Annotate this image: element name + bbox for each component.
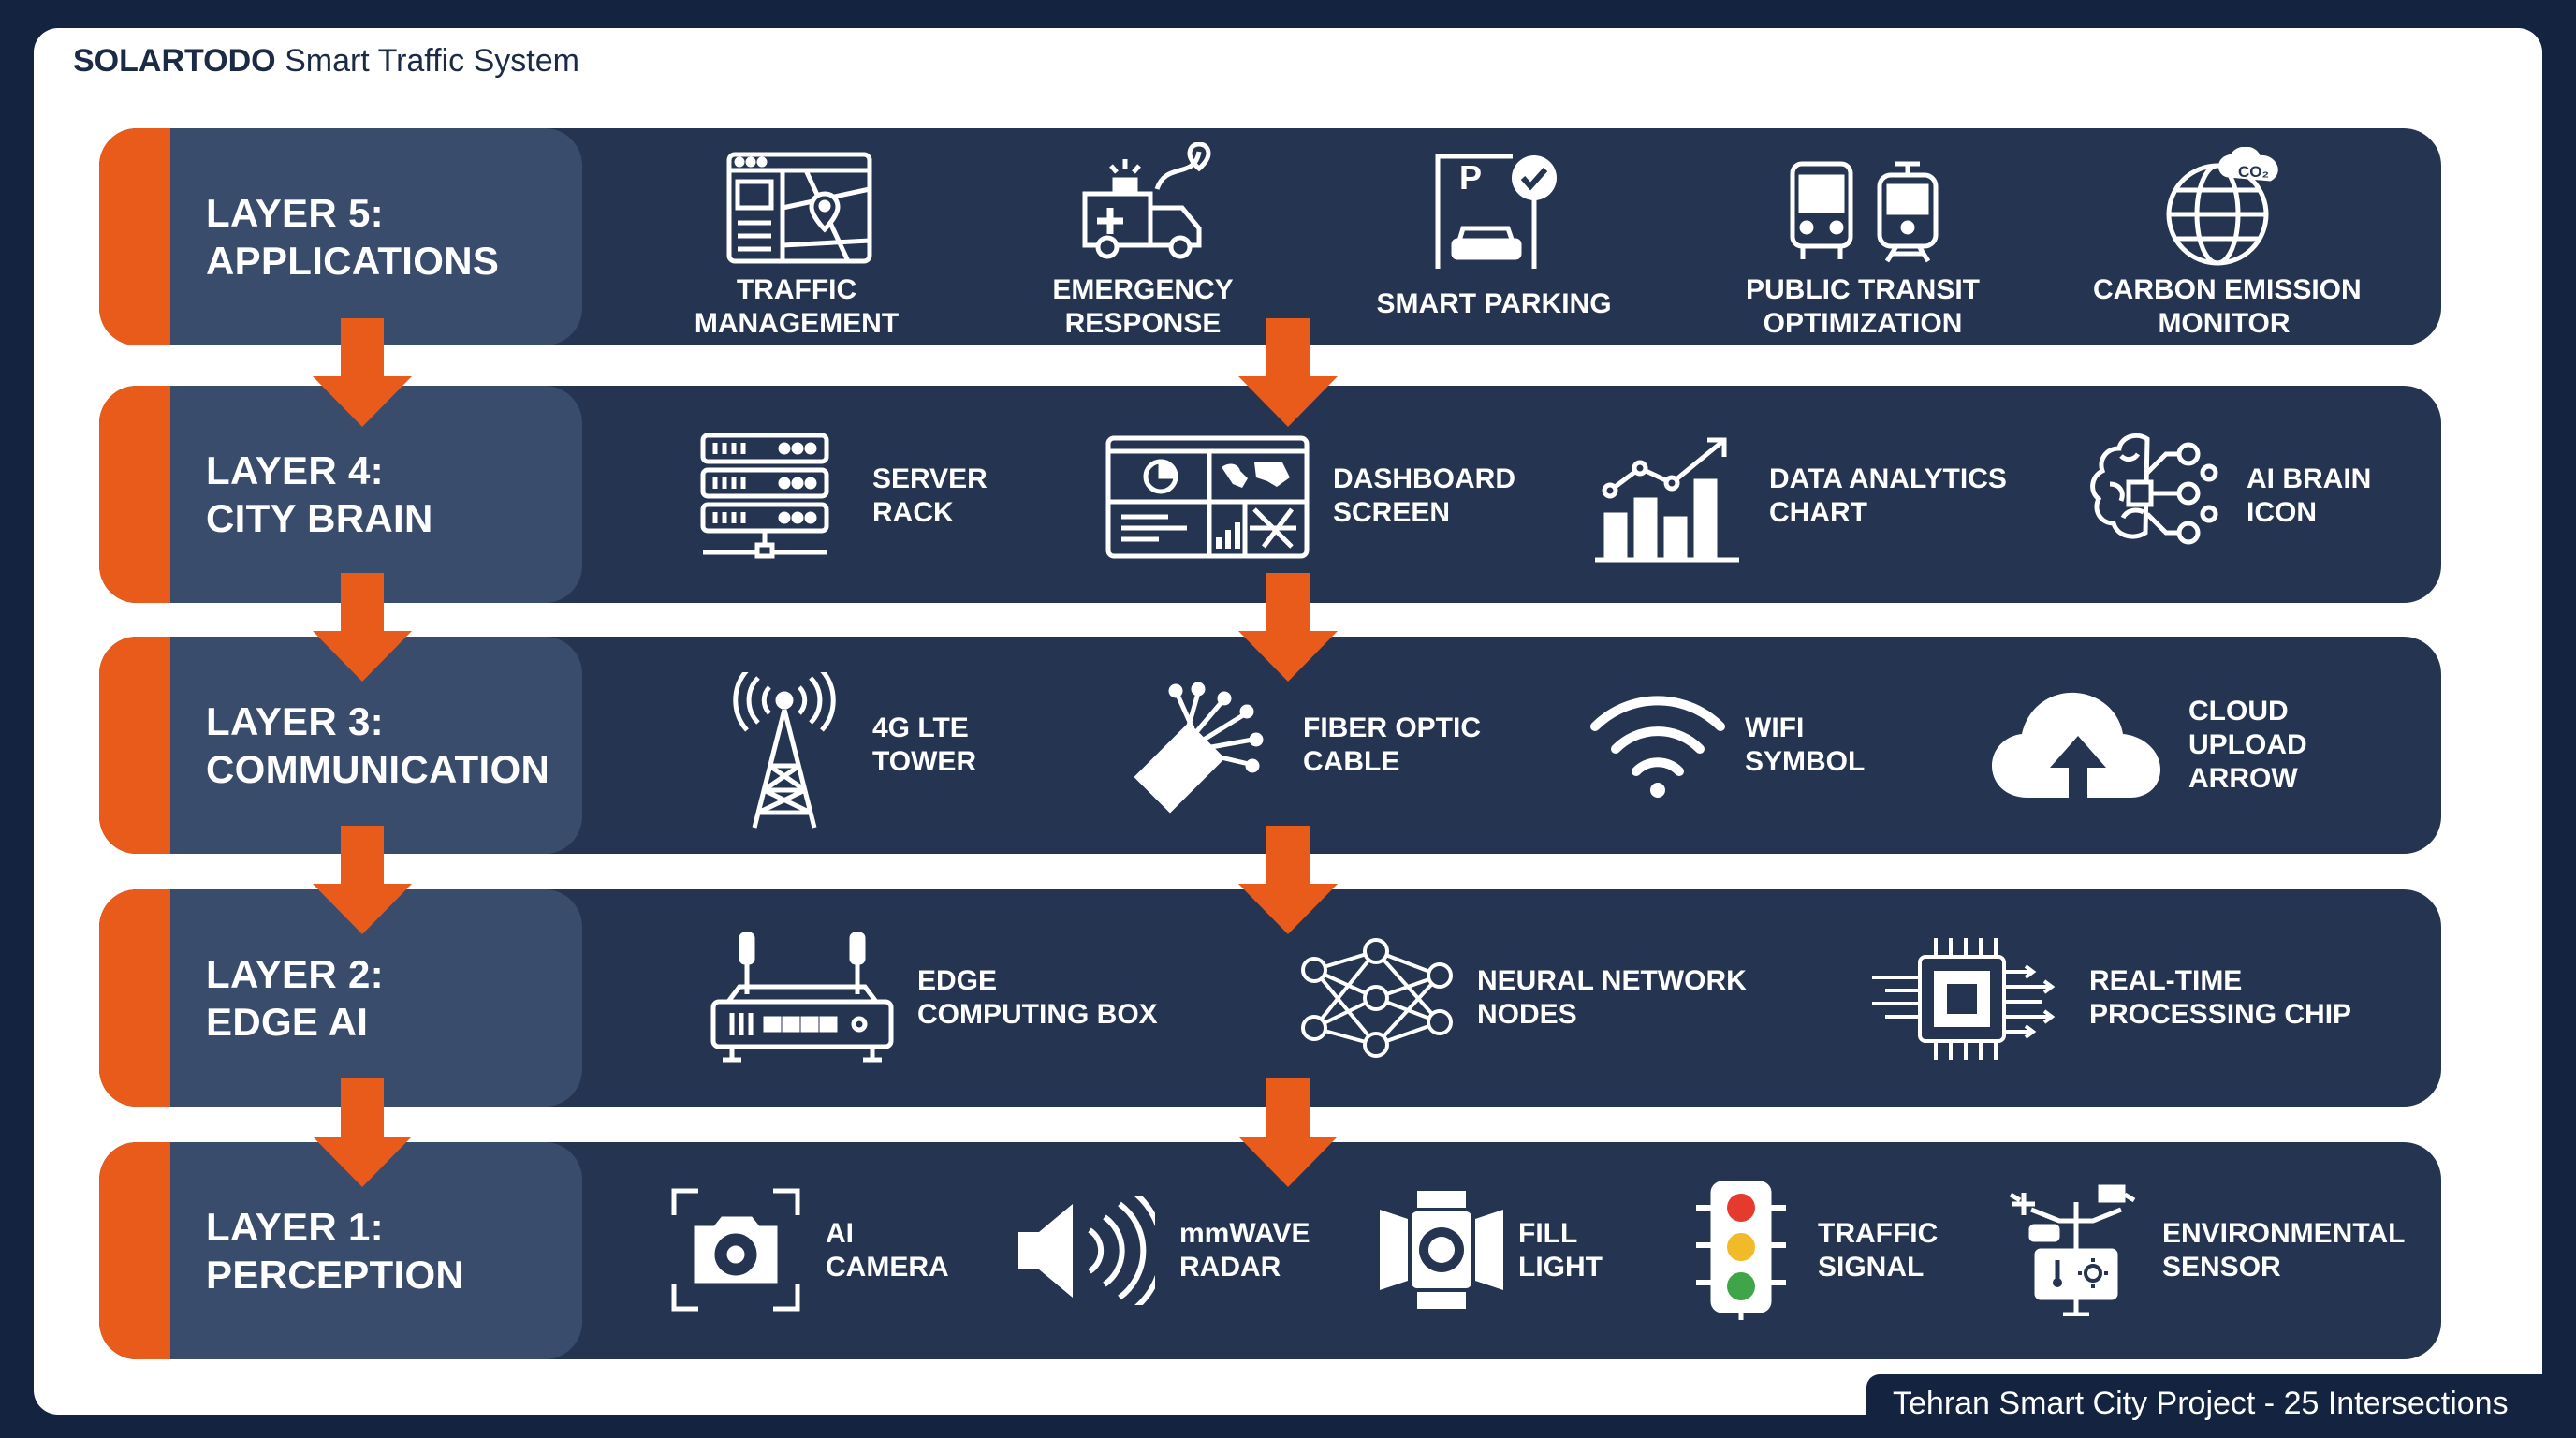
dashboard-icon [1105,435,1310,559]
layer-label: LAYER 1:PERCEPTION [206,1205,465,1297]
layer-accent [99,889,170,1107]
layer-label: LAYER 4:CITY BRAIN [206,448,433,540]
footer-text: Tehran Smart City Project - 25 Intersect… [1893,1386,2509,1421]
layer-label: LAYER 3:COMMUNICATION [206,699,550,791]
title-text: Smart Traffic System [285,43,579,79]
router-icon [710,932,894,1063]
camera-icon [671,1188,800,1312]
layer-label-box [170,386,582,603]
layer-label: LAYER 2:EDGE AI [206,952,384,1044]
radar-icon [1018,1196,1155,1305]
bus-train-icon [1790,161,1939,263]
layer-accent [99,386,170,603]
fiber-cable-icon [1134,682,1264,814]
flow-arrow-5-to-4-center [1238,318,1338,427]
flow-arrow-2-to-1-center [1238,1078,1338,1187]
ai-brain-icon [2090,433,2218,545]
layer-accent [99,637,170,854]
layer-label: LAYER 5:APPLICATIONS [206,191,500,283]
chip-icon [1872,938,2056,1060]
layer-label-box [170,1142,582,1359]
flow-arrow-2-to-1-left [313,1078,412,1187]
neural-network-icon [1301,938,1453,1058]
flow-arrow-3-to-2-left [313,826,412,934]
item-label: SMART PARKING [1376,288,1612,319]
bar-chart-icon [1595,437,1739,563]
flow-arrow-5-to-4-left [313,318,412,427]
flow-arrow-4-to-3-left [313,573,412,682]
item-smart-parking: P SMART PARKING [1372,128,1616,345]
cloud-upload-icon [1992,692,2160,798]
layer-label-box [170,128,582,345]
layer-label-box [170,889,582,1107]
svg-text:P: P [1459,158,1482,197]
flow-arrow-4-to-3-center [1238,573,1338,682]
ambulance-icon [1082,142,1211,259]
wifi-icon [1590,696,1725,798]
traffic-light-icon [1696,1181,1786,1320]
layer-accent [99,128,170,345]
page-title: SOLARTODO Smart Traffic System [73,43,579,80]
globe-co2-icon: CO₂ [2166,147,2278,266]
server-rack-icon [700,433,829,559]
footer-caption: Tehran Smart City Project - 25 Intersect… [1866,1374,2576,1438]
brand-name: SOLARTODO [73,43,276,79]
fill-light-icon [1380,1191,1503,1309]
flow-arrow-3-to-2-center [1238,826,1338,934]
cell-tower-icon [733,672,836,829]
weather-sensor-icon [2009,1184,2136,1316]
layer-accent [99,1142,170,1359]
map-icon [726,152,872,264]
parking-icon: P [1435,154,1557,269]
svg-text:CO₂: CO₂ [2238,163,2269,181]
layer-label-box [170,637,582,854]
